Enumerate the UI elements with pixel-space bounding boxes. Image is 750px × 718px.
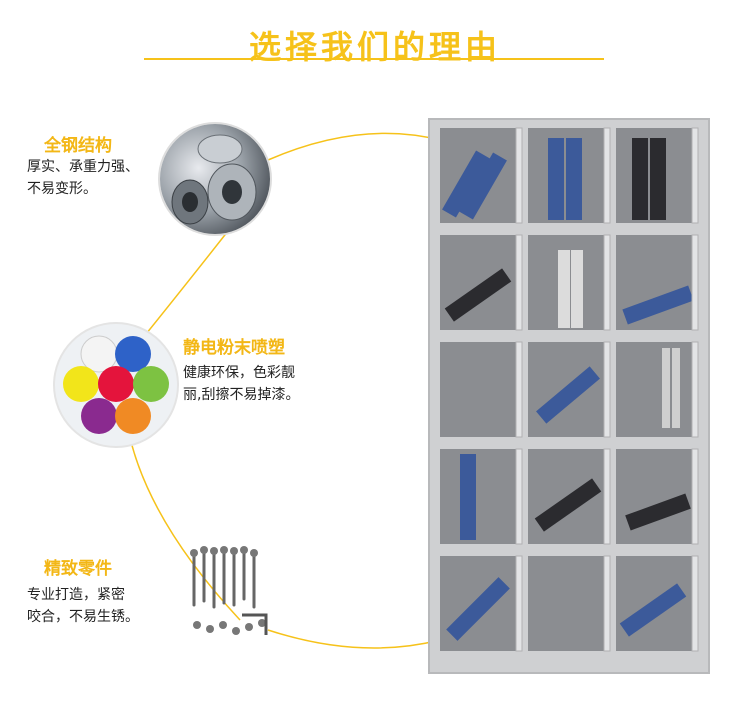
hardware-parts-icon [190, 546, 268, 635]
feature-desc-line: 健康环保，色彩靓 [183, 365, 295, 381]
feature-title-paint: 静电粉末喷塑 [183, 338, 285, 358]
feature-desc-steel: 厚实、承重力强、 不易变形。 [27, 156, 139, 200]
feature-desc-line: 不易变形。 [27, 181, 97, 197]
title-underline [144, 58, 604, 60]
feature-title-steel: 全钢结构 [44, 136, 112, 156]
feature-desc-line: 丽,刮擦不易掉漆。 [183, 387, 300, 403]
hardware-parts-image [182, 545, 272, 645]
powder-paint-image [55, 324, 177, 446]
feature-desc-parts: 专业打造，紧密 咬合，不易生锈。 [27, 584, 139, 628]
locker-cabinet-image [428, 118, 710, 674]
locker-cabinet-icon [440, 127, 699, 652]
feature-desc-paint: 健康环保，色彩靓 丽,刮擦不易掉漆。 [183, 362, 299, 406]
feature-desc-line: 专业打造，紧密 [27, 587, 125, 603]
feature-title-parts: 精致零件 [44, 559, 112, 579]
feature-desc-line: 厚实、承重力强、 [27, 159, 139, 175]
powder-paint-icon [63, 335, 169, 434]
feature-desc-line: 咬合，不易生锈。 [27, 609, 139, 625]
steel-coil-icon [171, 134, 257, 225]
steel-coil-image [160, 124, 270, 234]
